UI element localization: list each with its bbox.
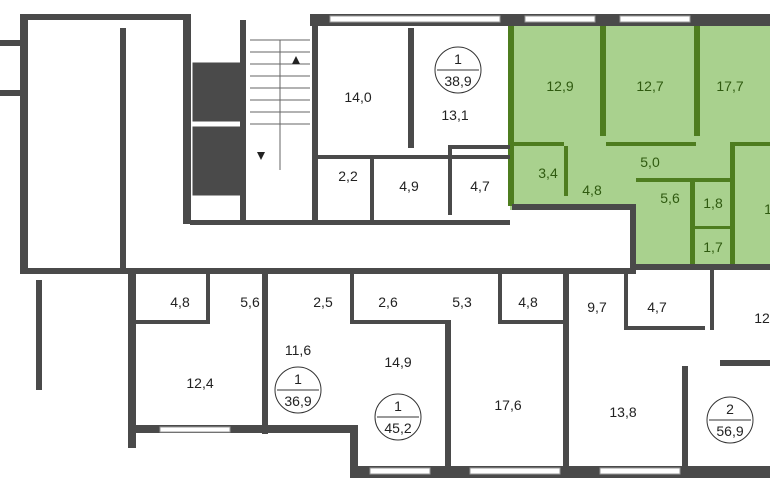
room-area: 4,8 [582,182,602,198]
room-area: 5,0 [640,154,660,170]
room-area: 14,0 [344,89,371,105]
svg-text:56,9: 56,9 [716,423,743,439]
highlighted-apartment[interactable] [508,26,770,268]
room-area: 12,7 [636,78,663,94]
svg-text:1: 1 [394,398,402,414]
apartment-badge[interactable]: 2 56,9 [706,396,754,444]
room-area: 13,1 [441,107,468,123]
svg-text:36,9: 36,9 [284,393,311,409]
room-area: 12,9 [546,78,573,94]
apartment-badge[interactable]: 1 45,2 [374,393,422,441]
room-area: 1,7 [703,239,723,255]
room-area: 9,7 [587,299,607,315]
svg-text:1: 1 [454,51,462,67]
room-area: 4,7 [470,178,490,194]
apartment-badge[interactable]: 1 36,9 [274,366,322,414]
room-area: 12,4 [186,375,213,391]
room-area: 14,9 [384,354,411,370]
room-area: 2,2 [338,168,358,184]
staircase [250,39,310,170]
room-area: 12 [754,310,770,326]
room-area: 4,8 [170,294,190,310]
svg-text:1: 1 [294,371,302,387]
room-area: 3,4 [538,165,558,181]
svg-text:38,9: 38,9 [444,73,471,89]
room-area: 13,8 [609,404,636,420]
room-area: 5,6 [660,190,680,206]
room-area: 4,9 [399,178,419,194]
room-area: 2,6 [378,294,398,310]
room-area: 11,6 [285,342,311,358]
apartment-badge[interactable]: 1 38,9 [434,46,482,94]
svg-text:2: 2 [726,401,734,417]
room-area: 5,3 [452,294,472,310]
room-area: 5,6 [240,294,260,310]
room-area: 2,5 [313,294,333,310]
room-area: 4,8 [518,294,538,310]
room-area: 17,6 [494,397,521,413]
room-area: 4,7 [647,299,667,315]
room-area: 17,7 [716,78,743,94]
room-area: 1,8 [703,195,723,211]
svg-text:45,2: 45,2 [384,420,411,436]
room-area: 1 [764,201,770,217]
